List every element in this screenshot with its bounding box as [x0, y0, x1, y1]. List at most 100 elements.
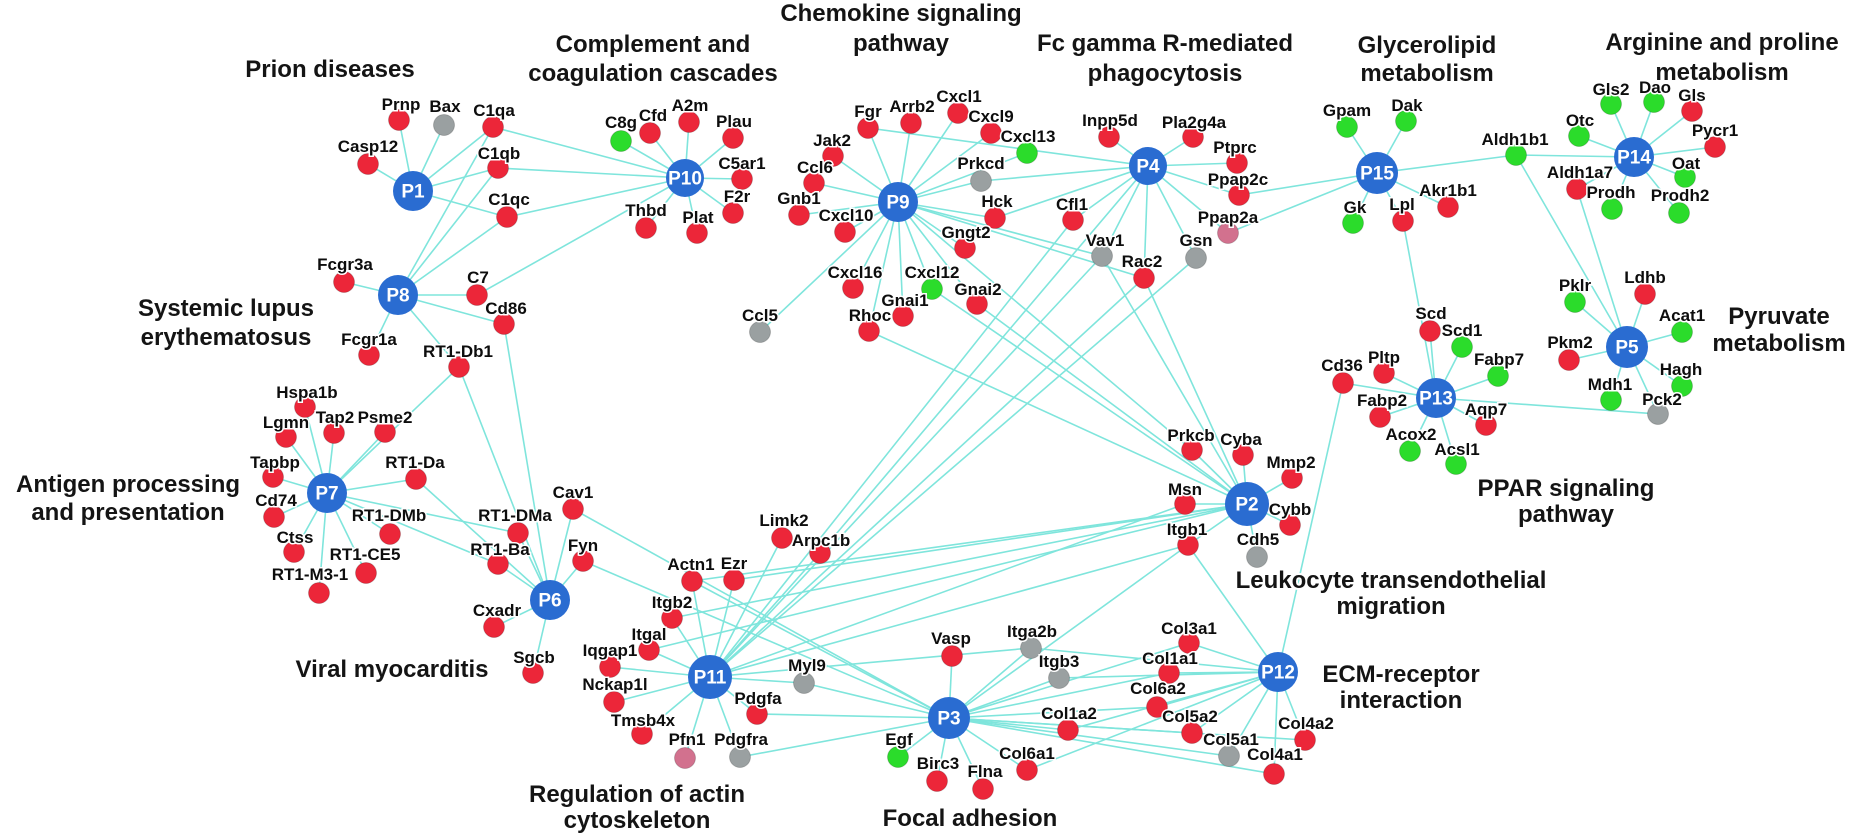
- gene-node-Mdh1[interactable]: [1600, 389, 1622, 411]
- gene-node-Hagh[interactable]: [1671, 375, 1693, 397]
- gene-node-Inpp5d[interactable]: [1098, 126, 1120, 148]
- gene-node-Gsn[interactable]: [1185, 247, 1207, 269]
- gene-node-Itgb3[interactable]: [1048, 667, 1070, 689]
- gene-node-Hck[interactable]: [984, 207, 1006, 229]
- gene-node-Gk[interactable]: [1342, 212, 1364, 234]
- gene-node-Mmp2[interactable]: [1281, 467, 1303, 489]
- gene-node-Col5a1[interactable]: [1218, 745, 1240, 767]
- gene-node-A2m[interactable]: [678, 111, 700, 133]
- gene-node-Itgb1[interactable]: [1177, 534, 1199, 556]
- gene-node-Acat1[interactable]: [1671, 321, 1693, 343]
- gene-node-Col1a1[interactable]: [1158, 662, 1180, 684]
- gene-node-Cfd[interactable]: [639, 122, 661, 144]
- gene-node-Gngt2[interactable]: [954, 237, 976, 259]
- gene-node-Fyn[interactable]: [572, 550, 594, 572]
- gene-node-Pfn1[interactable]: [674, 747, 696, 769]
- gene-node-C1qc[interactable]: [496, 206, 518, 228]
- gene-node-Gls2[interactable]: [1600, 93, 1622, 115]
- gene-node-Rhoc[interactable]: [858, 320, 880, 342]
- gene-node-Birc3[interactable]: [926, 770, 948, 792]
- gene-node-Dak[interactable]: [1395, 110, 1417, 132]
- gene-node-Fcgr1a[interactable]: [358, 344, 380, 366]
- gene-node-Dao[interactable]: [1643, 91, 1665, 113]
- gene-node-Fcgr3a[interactable]: [333, 271, 355, 293]
- gene-node-Acsl1[interactable]: [1445, 453, 1467, 475]
- gene-node-C5ar1[interactable]: [731, 168, 753, 190]
- gene-node-Ccl6[interactable]: [803, 172, 825, 194]
- gene-node-Akr1b1[interactable]: [1437, 196, 1459, 218]
- gene-node-Gnb1[interactable]: [788, 204, 810, 226]
- gene-node-Ppap2a[interactable]: [1217, 222, 1239, 244]
- hub-node-P4[interactable]: [1129, 147, 1167, 185]
- gene-node-Col6a2[interactable]: [1146, 696, 1168, 718]
- gene-node-RT1-DMb[interactable]: [379, 523, 401, 545]
- gene-node-Cxcl10[interactable]: [834, 221, 856, 243]
- gene-node-F2r[interactable]: [722, 202, 744, 224]
- gene-node-Gpam[interactable]: [1336, 116, 1358, 138]
- gene-node-Egf[interactable]: [887, 746, 909, 768]
- gene-node-Cxadr[interactable]: [483, 616, 505, 638]
- gene-node-Flna[interactable]: [972, 778, 994, 800]
- gene-node-Actn1[interactable]: [681, 570, 703, 592]
- gene-node-Nckap1l[interactable]: [603, 691, 625, 713]
- gene-node-RT1-M3-1[interactable]: [308, 582, 330, 604]
- hub-node-P7[interactable]: [307, 473, 347, 513]
- gene-node-Aldh1a7[interactable]: [1566, 178, 1588, 200]
- gene-node-Scd[interactable]: [1419, 320, 1441, 342]
- gene-node-Pdgfra[interactable]: [729, 746, 751, 768]
- gene-node-Ctss[interactable]: [283, 541, 305, 563]
- gene-node-C1qb[interactable]: [487, 157, 509, 179]
- gene-node-Cxcl13[interactable]: [1016, 142, 1038, 164]
- gene-node-Fabp7[interactable]: [1487, 365, 1509, 387]
- gene-node-Pycr1[interactable]: [1704, 136, 1726, 158]
- gene-node-Tap2[interactable]: [323, 422, 345, 444]
- gene-node-Arrb2[interactable]: [900, 112, 922, 134]
- gene-node-Ppap2c[interactable]: [1228, 184, 1250, 206]
- gene-node-C7[interactable]: [466, 284, 488, 306]
- gene-node-Hspa1b[interactable]: [294, 396, 316, 418]
- gene-node-Limk2[interactable]: [771, 527, 793, 549]
- hub-node-P14[interactable]: [1614, 137, 1654, 177]
- gene-node-RT1-CE5[interactable]: [355, 562, 377, 584]
- gene-node-Pdgfa[interactable]: [746, 703, 768, 725]
- gene-node-Ezr[interactable]: [723, 569, 745, 591]
- gene-node-Ldhb[interactable]: [1634, 283, 1656, 305]
- gene-node-Tmsb4x[interactable]: [631, 723, 653, 745]
- gene-node-Pkm2[interactable]: [1558, 349, 1580, 371]
- hub-node-P11[interactable]: [688, 655, 732, 699]
- gene-node-Cfl1[interactable]: [1062, 209, 1084, 231]
- gene-node-Col1a2[interactable]: [1057, 719, 1079, 741]
- gene-node-Cdh5[interactable]: [1246, 546, 1268, 568]
- gene-node-Tapbp[interactable]: [262, 466, 284, 488]
- gene-node-RT1-Da[interactable]: [405, 468, 427, 490]
- gene-node-Otc[interactable]: [1568, 125, 1590, 147]
- hub-node-P13[interactable]: [1416, 378, 1456, 418]
- hub-node-P1[interactable]: [393, 171, 433, 211]
- gene-node-Rac2[interactable]: [1133, 267, 1155, 289]
- gene-node-Gnai1[interactable]: [892, 305, 914, 327]
- hub-node-P2[interactable]: [1225, 482, 1269, 526]
- gene-node-Arpc1b[interactable]: [809, 542, 831, 564]
- gene-node-Jak2[interactable]: [822, 145, 844, 167]
- gene-node-Pla2g4a[interactable]: [1182, 126, 1204, 148]
- gene-node-RT1-Db1[interactable]: [448, 356, 470, 378]
- gene-node-Myl9[interactable]: [793, 672, 815, 694]
- gene-node-Cav1[interactable]: [562, 498, 584, 520]
- gene-node-Cd86[interactable]: [493, 313, 515, 335]
- gene-node-Prkcb[interactable]: [1181, 439, 1203, 461]
- gene-node-Ccl5[interactable]: [749, 321, 771, 343]
- gene-node-Prodh2[interactable]: [1668, 202, 1690, 224]
- gene-node-Plat[interactable]: [686, 222, 708, 244]
- gene-node-C8g[interactable]: [610, 130, 632, 152]
- gene-node-Acox2[interactable]: [1399, 440, 1421, 462]
- gene-node-Cybb[interactable]: [1279, 514, 1301, 536]
- gene-node-Itga2b[interactable]: [1020, 637, 1042, 659]
- gene-node-Aldh1b1[interactable]: [1505, 144, 1527, 166]
- gene-node-Prodh[interactable]: [1601, 198, 1623, 220]
- gene-node-Prnp[interactable]: [388, 109, 410, 131]
- gene-node-Col5a2[interactable]: [1181, 722, 1203, 744]
- hub-node-P8[interactable]: [378, 275, 418, 315]
- gene-node-Aqp7[interactable]: [1475, 414, 1497, 436]
- gene-node-Col4a1[interactable]: [1263, 763, 1285, 785]
- gene-node-Prkcd[interactable]: [970, 170, 992, 192]
